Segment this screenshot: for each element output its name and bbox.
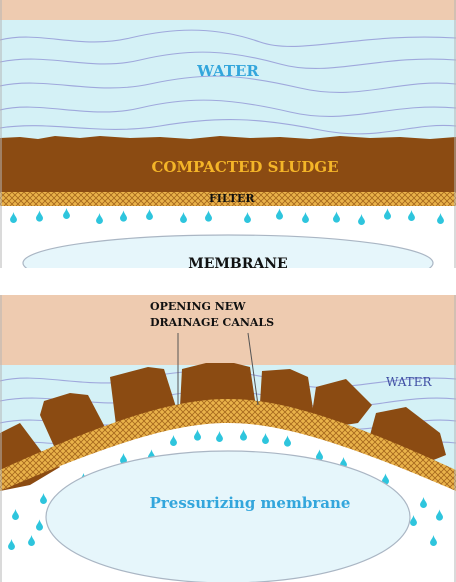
bottom-diagram xyxy=(0,295,456,582)
top-panel-frame xyxy=(0,0,456,268)
bottom-background xyxy=(0,295,456,365)
canal-pointer-lines xyxy=(177,332,259,406)
canals-label-line2: DRAINAGE CANALS xyxy=(150,316,275,329)
bottom-panel-frame xyxy=(0,295,456,582)
bottom-panel: OPENING NEW DRAINAGE CANALS WATER Pressu… xyxy=(0,295,456,582)
filter-layer xyxy=(0,192,456,206)
compacted-sludge-label: COMPACTED SLUDGE xyxy=(151,158,339,176)
top-panel: WATER COMPACTED SLUDGE FILTER MEMBRANE xyxy=(0,0,456,268)
filter-label: FILTER xyxy=(209,192,255,205)
pressurizing-membrane-ellipse xyxy=(45,450,411,582)
top-water-label: WATER xyxy=(197,62,259,80)
pressurizing-membrane-label: Pressurizing membrane xyxy=(149,494,351,512)
compacted-sludge-layer xyxy=(0,136,456,194)
top-water-waves xyxy=(0,29,456,135)
membrane-ellipse xyxy=(22,234,434,268)
canals-label-line1: OPENING NEW xyxy=(150,300,246,313)
bottom-water-label: WATER xyxy=(386,375,432,389)
top-diagram xyxy=(0,0,456,268)
top-background xyxy=(0,0,456,20)
membrane-label: MEMBRANE xyxy=(188,256,288,268)
curved-filter-layer xyxy=(0,399,456,491)
